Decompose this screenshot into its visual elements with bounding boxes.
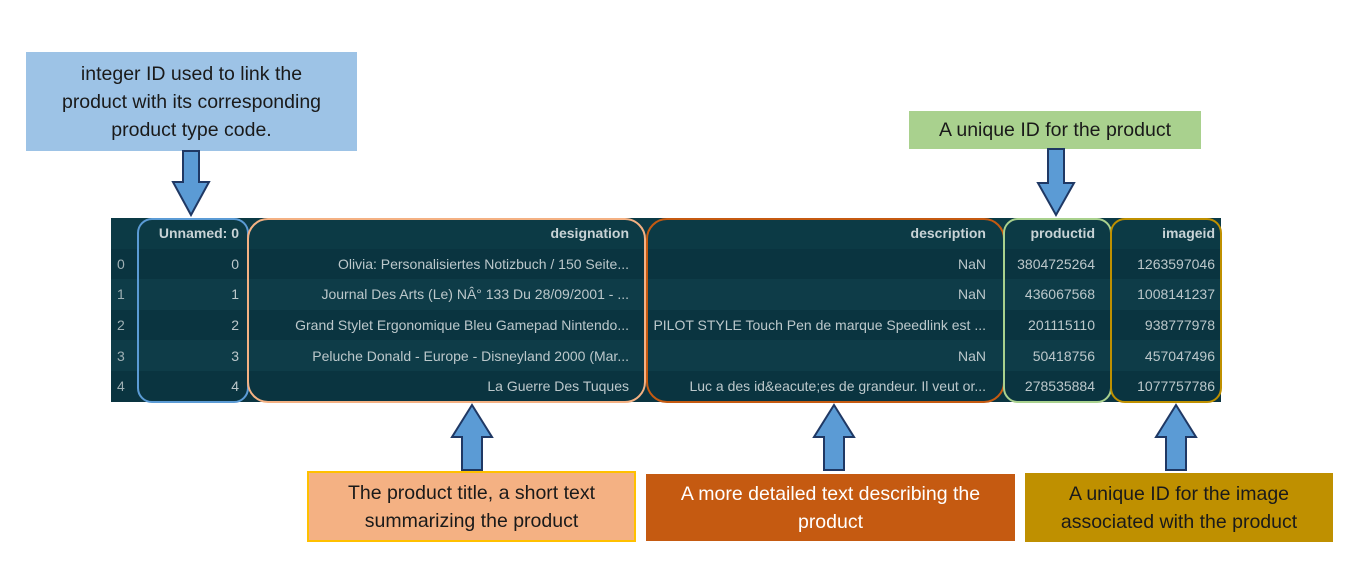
cell-index: 4: [111, 370, 137, 402]
callout-imageid-line-2: associated with the product: [1060, 510, 1298, 533]
cell-designation: La Guerre Des Tuques: [245, 370, 635, 402]
header-index: [111, 218, 137, 249]
callout-description-line-1: A more detailed text describing the: [680, 482, 981, 505]
cell-designation: Peluche Donald - Europe - Disneyland 200…: [245, 340, 635, 371]
cell-imageid: 1077757786: [1101, 370, 1221, 402]
cell-description: Luc a des id&eacute;es de grandeur. Il v…: [635, 370, 992, 402]
cell-productid: 436067568: [992, 279, 1101, 310]
cell-designation: Journal Des Arts (Le) NÂ° 133 Du 28/09/2…: [245, 279, 635, 310]
cell-index: 2: [111, 309, 137, 341]
callout-imageid-line-1: A unique ID for the image: [1068, 482, 1290, 505]
callout-description: A more detailed text describing the prod…: [646, 474, 1015, 541]
arrow-up-description-icon: [812, 403, 856, 471]
dataframe-table: Unnamed: 0 designation description produ…: [111, 218, 1221, 402]
callout-unnamed-line-3: product type code.: [111, 118, 272, 141]
header-description: description: [635, 218, 992, 249]
callout-description-line-2: product: [797, 510, 864, 533]
callout-productid: A unique ID for the product: [909, 111, 1201, 149]
arrow-down-productid-icon: [1036, 148, 1076, 218]
cell-imageid: 938777978: [1101, 309, 1221, 341]
callout-productid-line-1: A unique ID for the product: [939, 119, 1171, 141]
cell-unnamed: 0: [137, 248, 245, 280]
cell-index: 0: [111, 248, 137, 280]
table-row: 0 0 Olivia: Personalisiertes Notizbuch /…: [111, 248, 1221, 280]
callout-designation-line-1: The product title, a short text: [347, 481, 596, 504]
table-row: 3 3 Peluche Donald - Europe - Disneyland…: [111, 340, 1221, 371]
cell-description: NaN: [635, 340, 992, 371]
cell-index: 1: [111, 279, 137, 310]
cell-description: PILOT STYLE Touch Pen de marque Speedlin…: [635, 309, 992, 341]
arrow-up-imageid-icon: [1154, 403, 1198, 471]
cell-designation: Grand Stylet Ergonomique Bleu Gamepad Ni…: [245, 309, 635, 341]
cell-imageid: 1263597046: [1101, 248, 1221, 280]
cell-description: NaN: [635, 248, 992, 280]
cell-unnamed: 3: [137, 340, 245, 371]
callout-imageid: A unique ID for the image associated wit…: [1025, 473, 1333, 542]
arrow-down-unnamed-icon: [171, 150, 211, 218]
cell-imageid: 1008141237: [1101, 279, 1221, 310]
table-row: 4 4 La Guerre Des Tuques Luc a des id&ea…: [111, 370, 1221, 402]
cell-index: 3: [111, 340, 137, 371]
cell-productid: 3804725264: [992, 248, 1101, 280]
callout-designation-line-2: summarizing the product: [364, 509, 579, 532]
callout-unnamed-line-2: product with its corresponding: [61, 90, 322, 113]
arrow-up-designation-icon: [450, 403, 494, 471]
callout-designation: The product title, a short text summariz…: [307, 471, 636, 542]
cell-productid: 201115110: [992, 309, 1101, 341]
cell-productid: 278535884: [992, 370, 1101, 402]
cell-unnamed: 4: [137, 370, 245, 402]
table-row: 2 2 Grand Stylet Ergonomique Bleu Gamepa…: [111, 309, 1221, 341]
cell-designation: Olivia: Personalisiertes Notizbuch / 150…: [245, 248, 635, 280]
callout-unnamed: integer ID used to link the product with…: [26, 52, 357, 151]
header-imageid: imageid: [1101, 218, 1221, 249]
cell-imageid: 457047496: [1101, 340, 1221, 371]
cell-unnamed: 1: [137, 279, 245, 310]
callout-unnamed-line-1: integer ID used to link the: [80, 62, 303, 85]
cell-productid: 50418756: [992, 340, 1101, 371]
table-row: 1 1 Journal Des Arts (Le) NÂ° 133 Du 28/…: [111, 279, 1221, 310]
header-designation: designation: [245, 218, 635, 249]
header-unnamed: Unnamed: 0: [137, 218, 245, 249]
table-header-row: Unnamed: 0 designation description produ…: [111, 218, 1221, 249]
cell-unnamed: 2: [137, 309, 245, 341]
cell-description: NaN: [635, 279, 992, 310]
header-productid: productid: [992, 218, 1101, 249]
